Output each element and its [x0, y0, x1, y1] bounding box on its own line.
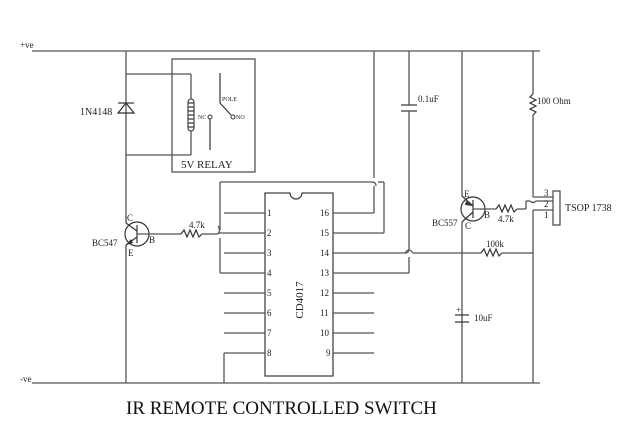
positive-rail: +ve — [20, 40, 540, 52]
resistor-q1-base: 4.7k — [180, 220, 221, 239]
diode-label: 1N4148 — [80, 107, 112, 118]
relay-coil — [187, 98, 195, 132]
q1-label: BC547 — [92, 238, 118, 248]
ic-pin-2: 2 — [267, 228, 272, 238]
ic-cd4017: CD4017 1 2 3 4 5 6 7 8 — [218, 192, 384, 377]
q1-collector-label: C — [127, 213, 133, 223]
ic-pin-7: 7 — [267, 328, 272, 338]
q2-base-label: B — [484, 210, 490, 220]
q1-base-label: B — [149, 235, 155, 245]
ic-pin-16: 16 — [320, 208, 330, 218]
ic-pin-9: 9 — [326, 348, 331, 358]
clock-line: 100k — [374, 239, 533, 258]
capacitor-10uf-label: 10uF — [474, 313, 493, 323]
ic-pin-15: 15 — [320, 228, 330, 238]
capacitor-0-1uf: 0.1uF — [374, 51, 439, 274]
ir-receiver-tsop1738: 3 2 1 TSOP 1738 — [544, 188, 612, 226]
ic-pin-10: 10 — [320, 328, 330, 338]
q2-collector-label: C — [465, 221, 471, 231]
resistor-q2-base-label: 4.7k — [498, 214, 514, 224]
q2-emitter-label: E — [464, 189, 470, 199]
diode-symbol — [116, 102, 136, 114]
capacitor-10uf-polarity: + — [456, 305, 461, 315]
resistor-q2-base: 4.7k — [495, 200, 553, 224]
tsop-pin-1: 1 — [544, 210, 549, 220]
ic-pin-4: 4 — [267, 268, 272, 278]
relay-pole-label: POLE — [222, 97, 237, 103]
transistor-bc547: C B E BC547 — [92, 213, 181, 258]
ic-pin-14: 14 — [320, 248, 330, 258]
tsop-label: TSOP 1738 — [565, 203, 612, 214]
reset-loop-wire — [219, 181, 385, 273]
negative-rail: -ve — [20, 374, 540, 384]
ic-label: CD4017 — [294, 281, 306, 319]
resistor-100k-label: 100k — [486, 239, 505, 249]
relay-box — [171, 58, 256, 173]
ic-right-pins: 16 15 14 13 12 11 10 9 — [320, 208, 384, 358]
diode-1n4148: 1N4148 — [80, 102, 136, 118]
negative-rail-label: -ve — [20, 374, 32, 384]
resistor-100-ohm-label: 100 Ohm — [537, 96, 571, 106]
ic-pin-1: 1 — [267, 208, 272, 218]
capacitor-0-1uf-label: 0.1uF — [418, 94, 439, 104]
ic-pin-12: 12 — [320, 288, 329, 298]
transistor-bc557: E B C BC557 — [432, 189, 496, 231]
relay-nc-label: NC — [198, 115, 206, 121]
relay-nc-contact — [207, 114, 213, 120]
relay-no-label: NO — [236, 115, 245, 121]
ic-pin-8: 8 — [267, 348, 272, 358]
tsop-pin-2: 2 — [544, 199, 549, 209]
relay-label: 5V RELAY — [181, 159, 233, 171]
q2-label: BC557 — [432, 218, 458, 228]
positive-rail-label: +ve — [20, 40, 34, 50]
ic-pin-6: 6 — [267, 308, 272, 318]
ic-pin-13: 13 — [320, 268, 330, 278]
q1-emitter-label: E — [128, 248, 134, 258]
relay-5v: NC POLE NO 5V RELAY — [126, 58, 256, 173]
ic-pin-5: 5 — [267, 288, 272, 298]
relay-no-contact — [230, 114, 236, 120]
ic-left-pins: 1 2 3 4 5 6 7 8 — [218, 208, 272, 358]
capacitor-10uf: + 10uF — [455, 305, 493, 323]
ic-pin-11: 11 — [320, 308, 329, 318]
schematic-title: IR REMOTE CONTROLLED SWITCH — [126, 398, 437, 419]
resistor-q1-base-label: 4.7k — [189, 220, 205, 230]
tsop-pin-3: 3 — [544, 188, 549, 198]
resistor-100-ohm: 100 Ohm — [528, 51, 571, 197]
ic-pin-3: 3 — [267, 248, 272, 258]
